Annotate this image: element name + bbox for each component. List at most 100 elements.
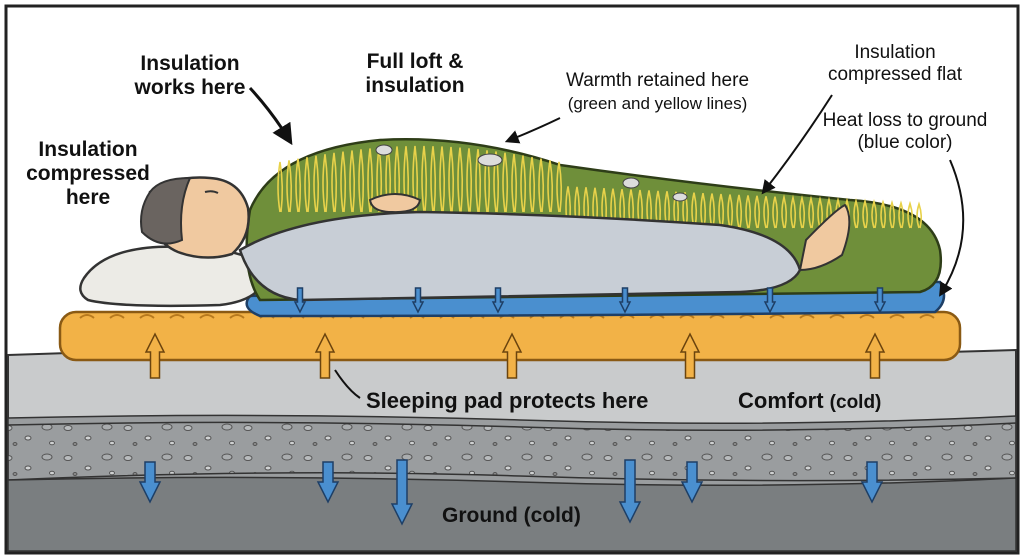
label-insulation-compressed-here: Insulation compressed here: [26, 138, 150, 210]
sleeper: [140, 176, 851, 302]
loft-line: [628, 189, 635, 229]
sleeper-hair: [140, 176, 192, 245]
loft-line: [322, 154, 329, 213]
loft-line: [421, 145, 428, 213]
loft-line: [286, 160, 293, 213]
loft-line: [475, 149, 482, 213]
loft-line: [889, 199, 896, 229]
label-ground: Ground (cold): [442, 504, 581, 527]
hands: [368, 193, 422, 214]
down-arrow-icon: [411, 287, 425, 314]
loft-line: [502, 152, 509, 213]
loft-line: [547, 160, 554, 213]
loft-line: [763, 196, 770, 229]
loft-line: [898, 200, 905, 229]
sleeper-body: [238, 210, 802, 302]
loft-line: [745, 195, 752, 229]
loft-line: [403, 146, 410, 213]
sleeper-feet: [798, 203, 851, 272]
loft-line: [619, 188, 626, 229]
down-arrow-icon: [860, 461, 884, 504]
closed-eye: [204, 190, 219, 194]
loft-line: [682, 192, 689, 229]
label-comfort-note: (cold): [829, 392, 882, 413]
loft-line: [673, 191, 680, 229]
ground-down-arrows: [138, 459, 884, 526]
loft-line: [637, 189, 644, 229]
up-arrow-icon: [679, 332, 701, 379]
loft-line: [331, 152, 338, 213]
label-insulation-compressed-flat: Insulation compressed flat: [827, 42, 963, 85]
down-arrow-icon: [293, 287, 307, 314]
loft-line: [772, 196, 779, 229]
loft-line: [610, 188, 617, 229]
down-arrow-icon: [390, 459, 414, 526]
label-full-loft: Full loft & insulation: [365, 50, 465, 98]
heat-loss-arrows: [293, 287, 887, 314]
down-arrow-icon: [763, 287, 777, 314]
pointer-arrow-icon: [939, 159, 965, 297]
down-arrow-icon: [873, 287, 887, 314]
loft-line: [457, 147, 464, 213]
loft-line: [466, 148, 473, 213]
loft-line: [808, 195, 815, 229]
loft-line: [592, 187, 599, 229]
loft-line: [295, 158, 302, 213]
loft-line: [304, 157, 311, 213]
loft-line: [601, 188, 608, 229]
loft-line: [529, 156, 536, 213]
label-sleeping-pad-protects: Sleeping pad protects here: [366, 388, 649, 413]
loft-line: [358, 149, 365, 213]
loft-line: [718, 193, 725, 229]
label-warmth-note: (green and yellow lines): [567, 94, 748, 113]
loft-line: [655, 190, 662, 229]
loft-line: [511, 153, 518, 213]
down-arrow-icon: [618, 459, 642, 524]
bag-patches: [375, 144, 688, 202]
up-arrow-icon: [314, 332, 336, 379]
loft-line: [538, 158, 545, 213]
loft-line: [817, 195, 824, 229]
loft-line: [646, 190, 653, 229]
loft-line: [736, 194, 743, 229]
loft-line: [916, 201, 923, 229]
loft-line: [799, 195, 806, 229]
loft-line: [691, 192, 698, 229]
loft-line: [349, 150, 356, 213]
loft-line: [394, 146, 401, 213]
loft-line: [700, 192, 707, 229]
down-arrow-icon: [491, 287, 505, 314]
pad-up-arrows: [144, 332, 886, 379]
loft-line: [709, 193, 716, 229]
up-arrow-icon: [501, 332, 523, 379]
callout-pointers: [248, 86, 965, 399]
loft-line: [853, 197, 860, 229]
down-arrow-icon: [680, 461, 704, 504]
label-heat-loss: Heat loss to ground (blue color): [822, 110, 988, 153]
loft-line: [277, 161, 284, 213]
loft-line: [727, 194, 734, 229]
pointer-arrow-icon: [504, 117, 561, 144]
loft-line: [484, 150, 491, 213]
loft-line: [790, 194, 797, 229]
down-arrow-icon: [316, 461, 340, 504]
loft-line: [907, 200, 914, 229]
pointer-arrow-icon: [248, 86, 293, 146]
loft-line: [367, 148, 374, 213]
pad-callout-line: [334, 369, 361, 399]
loft-line: [340, 151, 347, 213]
loft-line: [871, 198, 878, 229]
loft-line: [520, 155, 527, 213]
loft-line: [313, 155, 320, 213]
down-arrow-icon: [618, 287, 632, 314]
label-warmth-retained: Warmth retained here: [565, 70, 750, 91]
label-insulation-works-here: Insulation works here: [134, 52, 246, 100]
loft-line: [664, 191, 671, 229]
loft-line: [448, 146, 455, 213]
label-comfort: Comfort (cold): [738, 388, 881, 414]
loft-line: [412, 145, 419, 213]
ground-layers: [7, 348, 1017, 552]
up-arrow-icon: [144, 332, 166, 379]
loft-line: [556, 161, 563, 213]
